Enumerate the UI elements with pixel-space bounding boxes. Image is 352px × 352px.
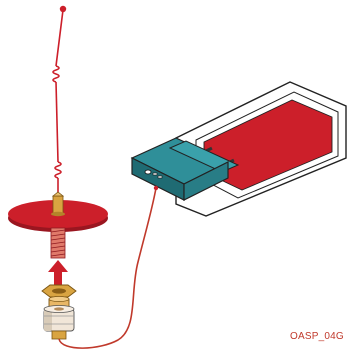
thread-line: [50, 253, 66, 257]
connector-ferrule: [51, 330, 67, 340]
thread-line: [50, 237, 66, 241]
thread-line: [50, 249, 66, 253]
antenna-mast-middle: [55, 81, 59, 163]
thread-line: [50, 233, 66, 237]
pc-card-cable-entry: [153, 185, 159, 191]
antenna-mast-upper: [55, 9, 64, 67]
connector-collar-top: [48, 296, 70, 302]
pc-card-housing-step: [168, 140, 240, 173]
thread-line: [50, 241, 66, 245]
base-stub: [52, 195, 64, 215]
pc-card-jack-mark: [152, 172, 158, 176]
coax-connector-icon: [41, 284, 77, 340]
threaded-mount-icon: [50, 227, 66, 259]
pc-card-jack-mark: [157, 175, 163, 179]
hex-nut-hole: [52, 288, 66, 294]
antenna-coil-upper: [52, 65, 60, 83]
connector-pin-hole: [54, 307, 64, 311]
pc-card-housing-side: [183, 161, 229, 201]
pc-card-jack: [144, 169, 152, 175]
pc-card-icon: [130, 81, 347, 217]
figure-id-label: OASP_04G: [290, 331, 344, 342]
antenna-coil-lower: [54, 161, 62, 179]
base-stub-foot: [51, 211, 65, 217]
thread-line: [50, 245, 66, 249]
antenna-tip: [59, 5, 67, 13]
thread-line: [50, 229, 66, 233]
up-arrow-head: [48, 260, 68, 272]
base-stub-cap: [51, 191, 65, 197]
coax-cable: [58, 187, 157, 349]
connector-barrel-shade: [44, 309, 52, 331]
up-arrow-shaft: [54, 270, 62, 286]
antenna-whip-icon: [52, 5, 67, 196]
ground-plane-disc-icon: [8, 191, 108, 232]
up-arrow-icon: [48, 260, 68, 286]
